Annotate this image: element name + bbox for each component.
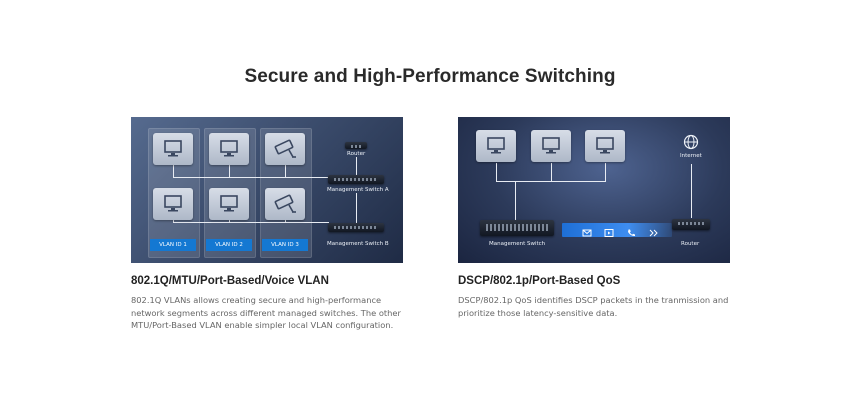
- router-device: [345, 142, 367, 149]
- router-label: Router: [681, 241, 700, 247]
- link-line: [691, 164, 692, 218]
- feature-description: DSCP/802.1p QoS identifies DSCP packets …: [458, 295, 729, 318]
- monitor-icon: [531, 130, 571, 162]
- globe-icon: [683, 134, 699, 150]
- vlan-tag-3: VLAN ID 3: [262, 239, 308, 251]
- switch-a-label: Management Switch A: [327, 187, 389, 193]
- switch-a-device: [328, 175, 384, 184]
- vlan-diagram: VLAN ID 1 VLAN ID 2 VLAN ID 3 Router Man…: [131, 117, 403, 263]
- link-line: [496, 163, 497, 181]
- qos-diagram: Internet Management Switch Router: [458, 117, 730, 263]
- section-title: Secure and High-Performance Switching: [244, 66, 616, 87]
- link-line: [229, 165, 230, 177]
- vlan-tag-1: VLAN ID 1: [150, 239, 196, 251]
- link-line: [496, 181, 606, 182]
- switch-b-device: [328, 223, 384, 232]
- link-line: [605, 163, 606, 181]
- link-line: [173, 222, 329, 223]
- router-device: [672, 219, 710, 230]
- link-line: [173, 177, 329, 178]
- phone-icon: [626, 225, 636, 243]
- chevrons-icon: [648, 225, 660, 243]
- traffic-pipe: [562, 223, 672, 237]
- switch-b-label: Management Switch B: [327, 241, 389, 247]
- link-line: [356, 193, 357, 223]
- camera-icon: [265, 133, 305, 165]
- link-line: [173, 165, 174, 177]
- camera-icon: [265, 188, 305, 220]
- management-switch-device: [480, 220, 554, 236]
- monitor-icon: [209, 188, 249, 220]
- link-line: [551, 163, 552, 181]
- feature-card-vlan: VLAN ID 1 VLAN ID 2 VLAN ID 3 Router Man…: [131, 117, 403, 332]
- feature-heading: 802.1Q/MTU/Port-Based/Voice VLAN: [131, 275, 329, 287]
- monitor-icon: [476, 130, 516, 162]
- feature-description: 802.1Q VLANs allows creating secure and …: [131, 295, 401, 330]
- mail-icon: [582, 225, 592, 243]
- feature-card-qos: Internet Management Switch Router DSCP/8…: [458, 117, 730, 319]
- video-icon: [604, 225, 614, 243]
- monitor-icon: [153, 133, 193, 165]
- internet-label: Internet: [680, 153, 702, 159]
- monitor-icon: [153, 188, 193, 220]
- link-line: [285, 165, 286, 177]
- management-switch-label: Management Switch: [489, 241, 546, 247]
- router-label: Router: [347, 151, 366, 157]
- feature-heading: DSCP/802.1p/Port-Based QoS: [458, 275, 621, 287]
- monitor-icon: [585, 130, 625, 162]
- monitor-icon: [209, 133, 249, 165]
- link-line: [356, 157, 357, 179]
- vlan-tag-2: VLAN ID 2: [206, 239, 252, 251]
- link-line: [515, 181, 516, 223]
